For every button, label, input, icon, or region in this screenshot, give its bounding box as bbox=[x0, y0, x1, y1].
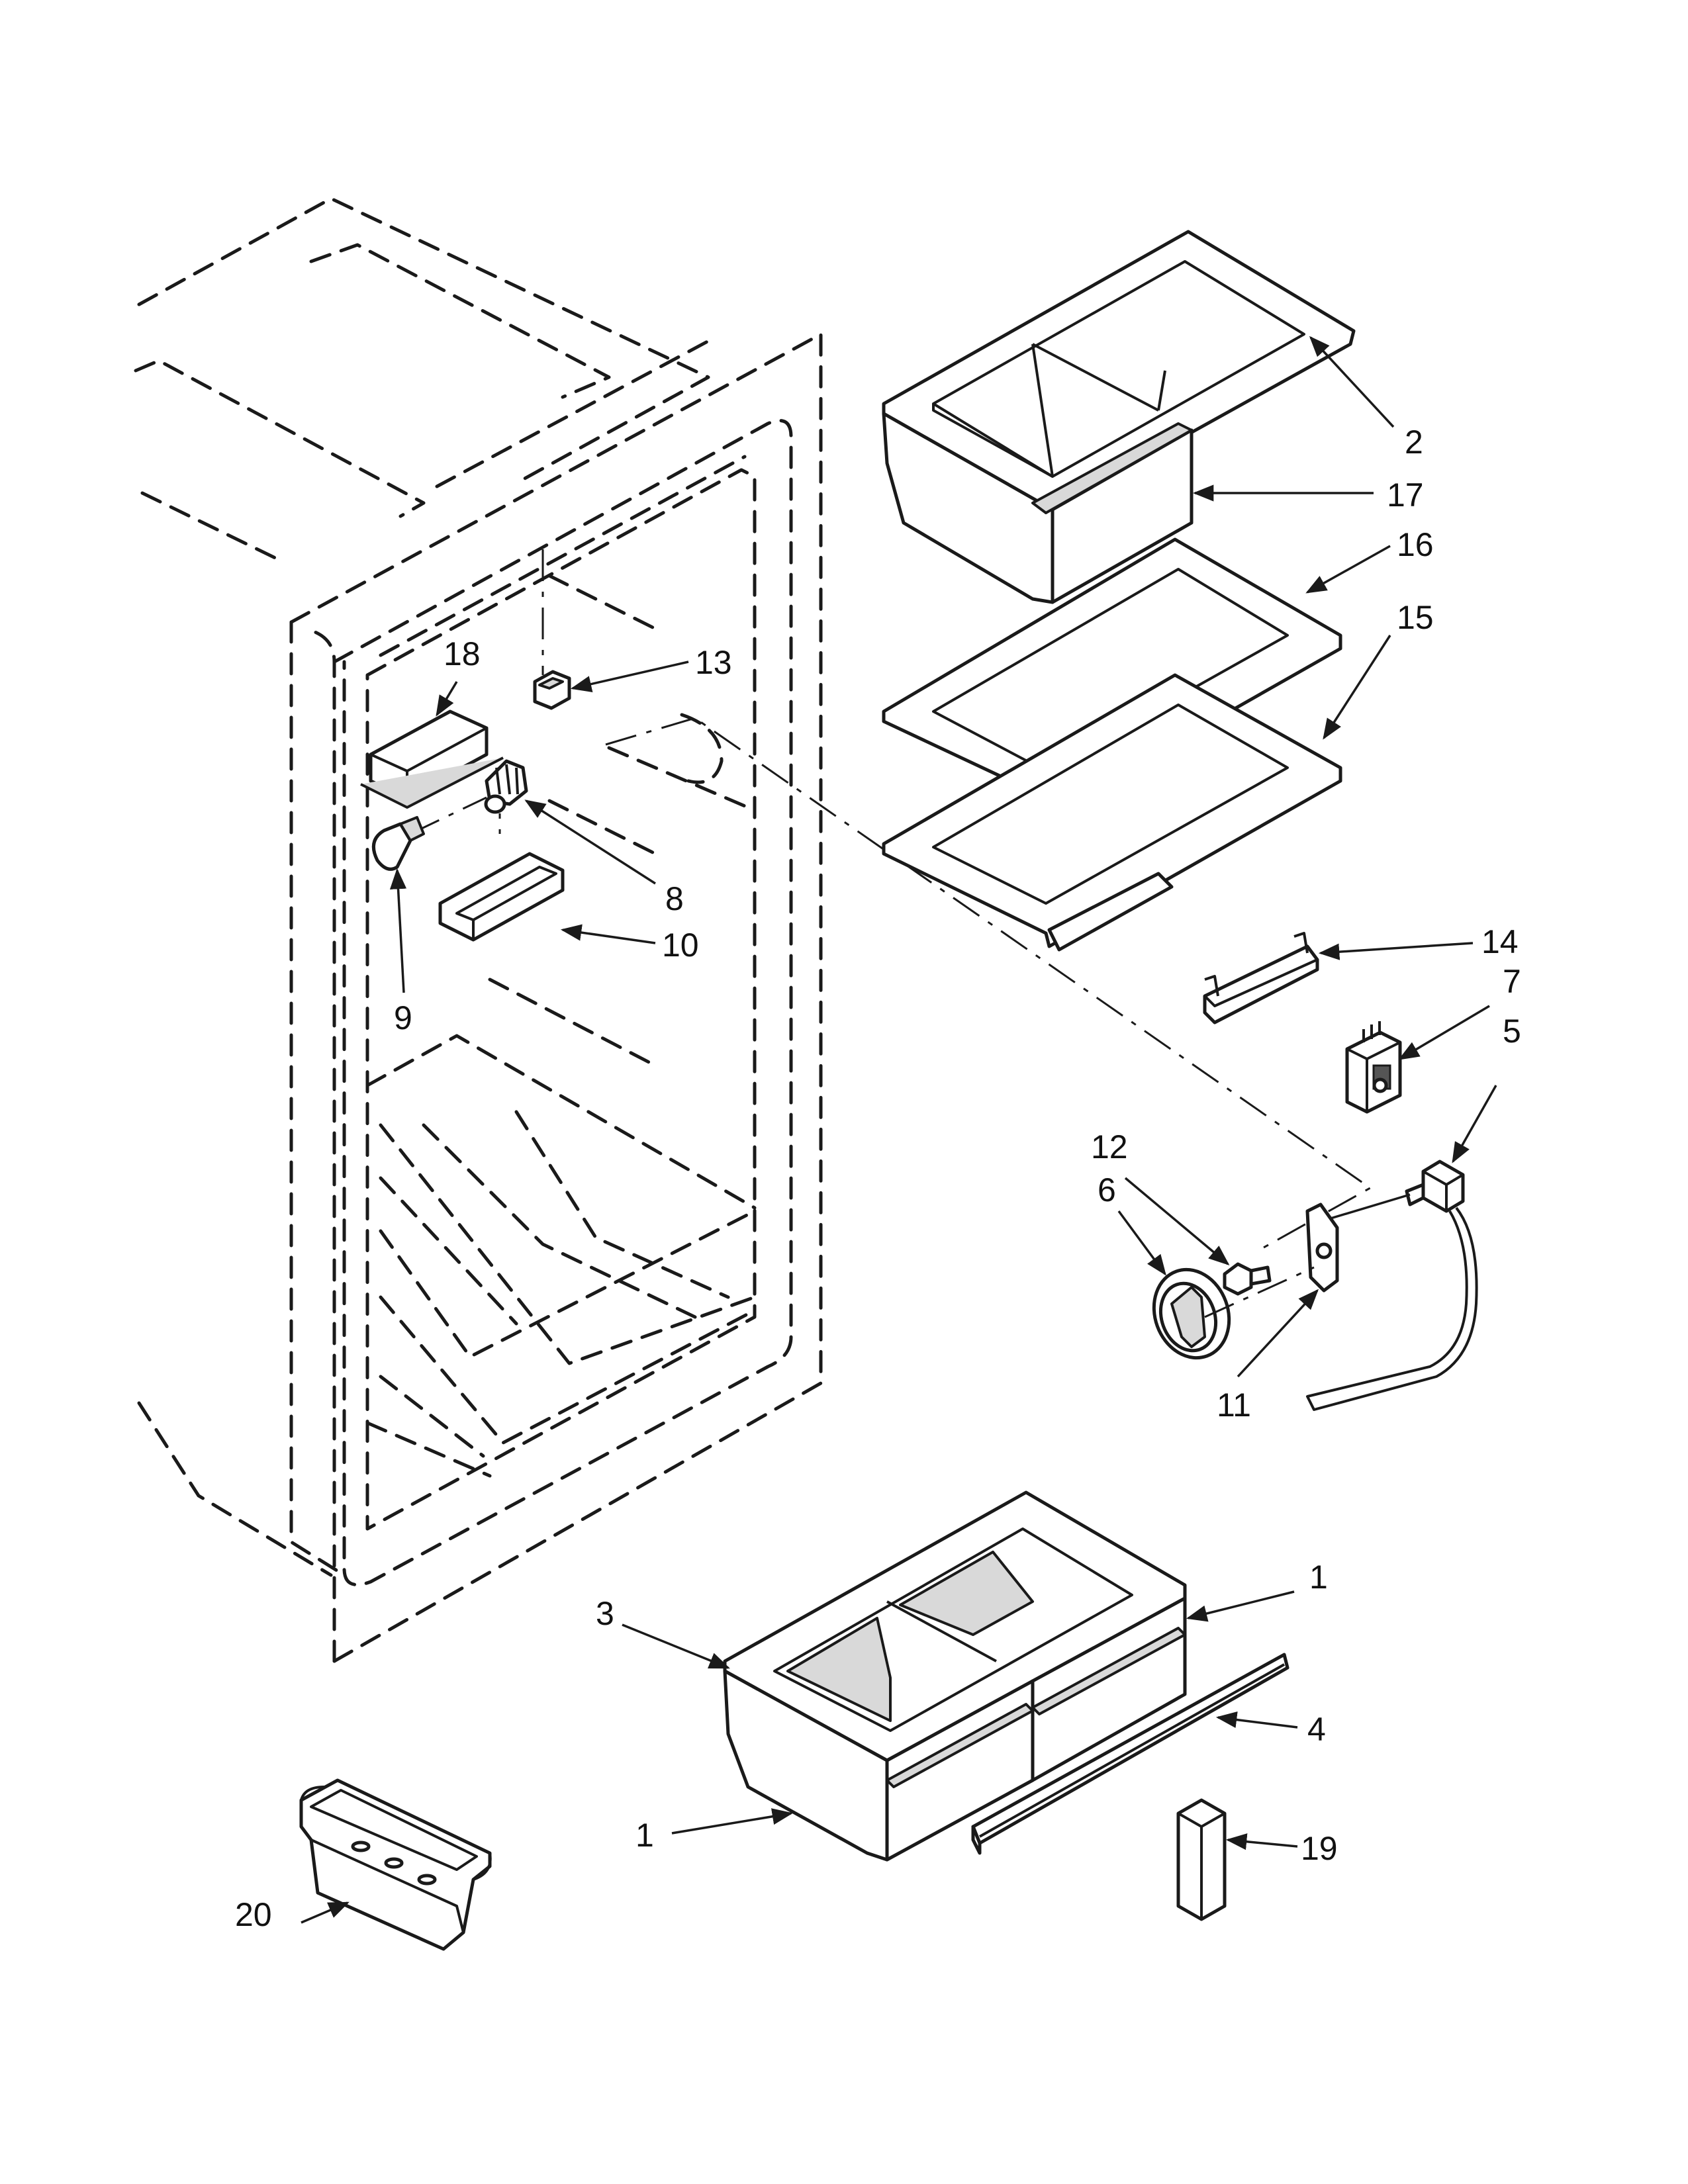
leader-3 bbox=[622, 1623, 730, 1669]
callout-1a: 1 bbox=[1309, 1559, 1328, 1596]
screw bbox=[1223, 1262, 1272, 1296]
callout-labels: 2 17 16 15 18 13 8 9 10 14 7 5 12 6 11 1… bbox=[235, 424, 1521, 1933]
callout-10: 10 bbox=[662, 927, 699, 964]
alignment-line bbox=[605, 717, 1372, 1252]
leader-2 bbox=[1309, 336, 1395, 428]
leader-1b bbox=[671, 1808, 794, 1835]
leader-10 bbox=[560, 924, 656, 944]
cabinet-liner-outline bbox=[134, 197, 823, 1663]
leader-12 bbox=[1124, 1177, 1230, 1266]
callout-11: 11 bbox=[1217, 1387, 1251, 1424]
callout-6: 6 bbox=[1098, 1171, 1116, 1208]
light-shield bbox=[438, 852, 565, 942]
leader-14 bbox=[1318, 942, 1474, 960]
leader-9 bbox=[389, 868, 407, 993]
door-switch bbox=[533, 670, 571, 710]
shelf-bracket bbox=[1203, 932, 1319, 1024]
leader-7 bbox=[1398, 1005, 1490, 1060]
alignment-line-bulb bbox=[410, 796, 487, 835]
callout-3: 3 bbox=[596, 1595, 614, 1632]
leader-11 bbox=[1237, 1289, 1319, 1378]
leader-19 bbox=[1225, 1833, 1298, 1850]
leader-6 bbox=[1117, 1210, 1166, 1276]
callout-5: 5 bbox=[1503, 1013, 1521, 1050]
callout-14: 14 bbox=[1481, 923, 1519, 960]
light-housing bbox=[360, 709, 504, 809]
leader-5 bbox=[1452, 1085, 1497, 1163]
callout-13: 13 bbox=[695, 644, 732, 681]
callout-12: 12 bbox=[1091, 1128, 1128, 1165]
crisper-assembly bbox=[723, 1490, 1187, 1862]
leader-1a bbox=[1186, 1590, 1295, 1622]
leader-15 bbox=[1323, 635, 1391, 740]
mounting-plate bbox=[1305, 1203, 1339, 1293]
light-bulb bbox=[371, 816, 425, 871]
leader-13 bbox=[570, 660, 689, 692]
callout-17: 17 bbox=[1387, 477, 1424, 514]
leader-20 bbox=[301, 1901, 350, 1924]
callout-7: 7 bbox=[1503, 963, 1521, 1000]
callout-20: 20 bbox=[235, 1896, 272, 1933]
control-module bbox=[1345, 1021, 1402, 1114]
callout-16: 16 bbox=[1397, 526, 1434, 563]
callout-8: 8 bbox=[665, 880, 684, 917]
callout-4: 4 bbox=[1307, 1711, 1326, 1748]
light-socket bbox=[484, 759, 528, 814]
upper-basket bbox=[882, 230, 1356, 604]
callout-15: 15 bbox=[1397, 599, 1434, 636]
callout-19: 19 bbox=[1301, 1830, 1338, 1867]
callout-2: 2 bbox=[1405, 424, 1423, 461]
crisper-rail bbox=[971, 1653, 1289, 1855]
control-knob bbox=[1152, 1266, 1315, 1360]
lower-shelf bbox=[882, 673, 1342, 952]
leader-lines bbox=[301, 336, 1497, 1924]
callout-18: 18 bbox=[444, 635, 481, 672]
leader-18 bbox=[436, 681, 458, 717]
callout-9: 9 bbox=[394, 999, 412, 1036]
leader-8 bbox=[524, 799, 656, 885]
leader-16 bbox=[1305, 545, 1391, 594]
callout-1b: 1 bbox=[635, 1817, 654, 1854]
door-bin bbox=[299, 1778, 492, 1951]
leader-4 bbox=[1215, 1711, 1298, 1729]
foam-pad bbox=[1176, 1798, 1227, 1921]
